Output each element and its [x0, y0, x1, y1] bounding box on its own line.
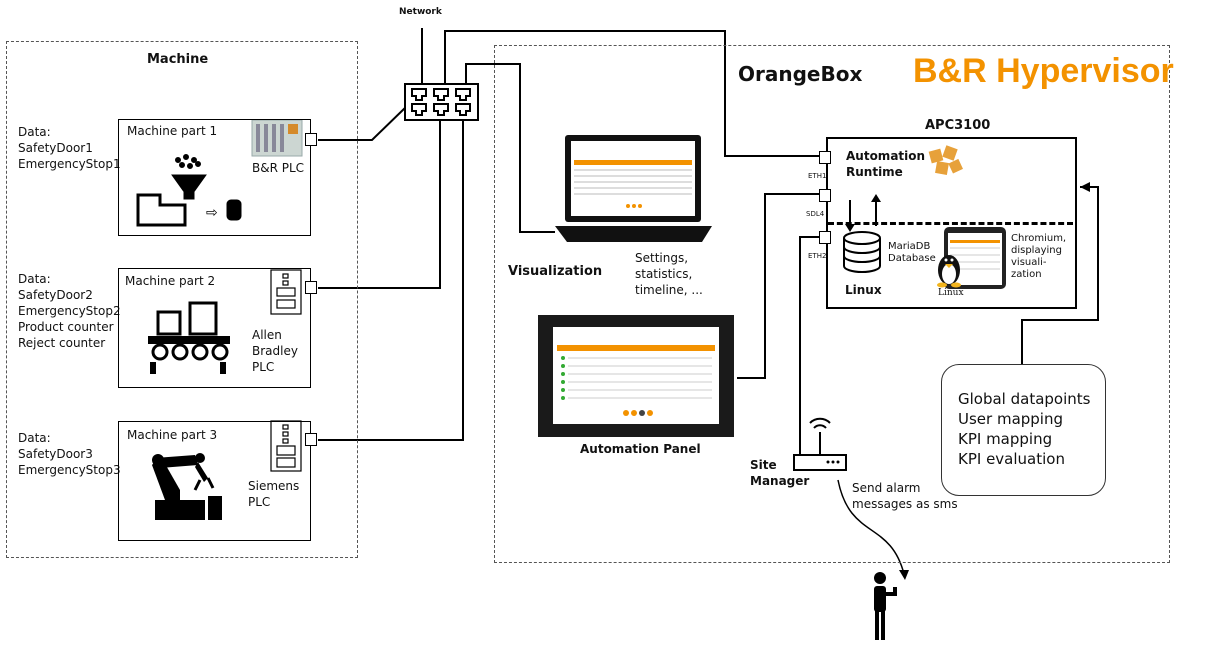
kpi-to-apc-line [1021, 186, 1099, 364]
eth1-label: ETH1 [808, 172, 827, 180]
database-icon [843, 231, 881, 273]
apc3100-box [826, 137, 1077, 309]
network-label: Network [399, 7, 442, 17]
automation-runtime-label: Automation Runtime [846, 149, 926, 179]
svg-text:⇨: ⇨ [206, 205, 218, 221]
part1-plc-label: B&R PLC [252, 161, 305, 175]
automation-runtime-logo-icon [928, 145, 963, 175]
linux-label: Linux [845, 283, 882, 297]
part2-data-text: Data: SafetyDoor2 EmergencyStop2 Product… [18, 272, 121, 350]
part3-link-line [318, 118, 464, 441]
hypervisor-title: B&R Hypervisor [913, 52, 1174, 90]
siemens-plc-icon [270, 420, 302, 472]
network-to-laptop-line [465, 63, 555, 233]
part2-plc-label: Allen Bradley PLC [252, 328, 298, 374]
part3-name: Machine part 3 [127, 428, 218, 442]
eth2-label: ETH2 [808, 252, 827, 260]
part2-name: Machine part 2 [125, 274, 216, 288]
automation-panel-label: Automation Panel [580, 442, 701, 456]
eth1-port [819, 151, 831, 164]
linux-logo-text: Linux [938, 288, 964, 298]
orangebox-title: OrangeBox [738, 62, 863, 86]
hopper-dispenser-icon: ⇨ [136, 154, 242, 227]
sms-alarm-label: Send alarm messages as sms [852, 481, 958, 511]
part3-plc-label: Siemens PLC [248, 479, 300, 509]
site-manager-label: Site Manager [750, 458, 810, 488]
sdl4-to-panel-line [737, 193, 820, 379]
part3-data-text: Data: SafetyDoor3 EmergencyStop3 [18, 431, 121, 477]
machine-part-1 [118, 119, 311, 236]
automation-panel-icon [538, 315, 734, 437]
network-switch-icon [404, 83, 479, 121]
network-to-eth1-line [444, 30, 820, 157]
orangebox-area [494, 45, 1170, 563]
features-box [941, 364, 1106, 496]
br-plc-icon [251, 119, 303, 157]
part2-port [305, 281, 317, 294]
hypervisor-divider [828, 222, 1073, 225]
sdl4-label: SDL4 [806, 210, 825, 218]
tux-penguin-icon [937, 255, 961, 288]
eth2-port [819, 231, 831, 244]
features-list: Global datapoints User mapping KPI mappi… [958, 389, 1090, 469]
feature-global-datapoints: Global datapoints [958, 390, 1091, 408]
person-phone-icon [874, 572, 897, 640]
part1-data-text: Data: SafetyDoor1 EmergencyStop1 [18, 125, 121, 171]
mariadb-label: MariaDB Database [888, 241, 936, 264]
visualization-label: Visualization [508, 264, 603, 279]
eth2-to-sitemanager-line [799, 236, 820, 455]
sdl4-port [819, 189, 831, 202]
visualization-description: Settings, statistics, timeline, ... [635, 251, 703, 297]
site-manager-router-icon [793, 417, 847, 471]
conveyor-boxes-icon [148, 301, 230, 374]
chromium-label: Chromium, displaying visuali- zation [1011, 233, 1067, 280]
machine-part-2 [118, 268, 311, 388]
machine-part-3 [118, 421, 311, 541]
part2-link-line [318, 118, 441, 289]
apc-title: APC3100 [925, 118, 991, 133]
allen-bradley-plc-icon [270, 269, 302, 315]
robot-arm-icon [152, 453, 222, 520]
feature-kpi-mapping: KPI mapping [958, 430, 1053, 448]
machine-title: Machine [147, 52, 209, 67]
part1-link-line [318, 105, 408, 141]
part1-port [305, 133, 317, 146]
part1-name: Machine part 1 [127, 124, 218, 138]
laptop-icon [555, 135, 712, 242]
feature-kpi-evaluation: KPI evaluation [958, 450, 1065, 468]
part3-port [305, 433, 317, 446]
feature-user-mapping: User mapping [958, 410, 1063, 428]
machine-area [6, 41, 358, 558]
